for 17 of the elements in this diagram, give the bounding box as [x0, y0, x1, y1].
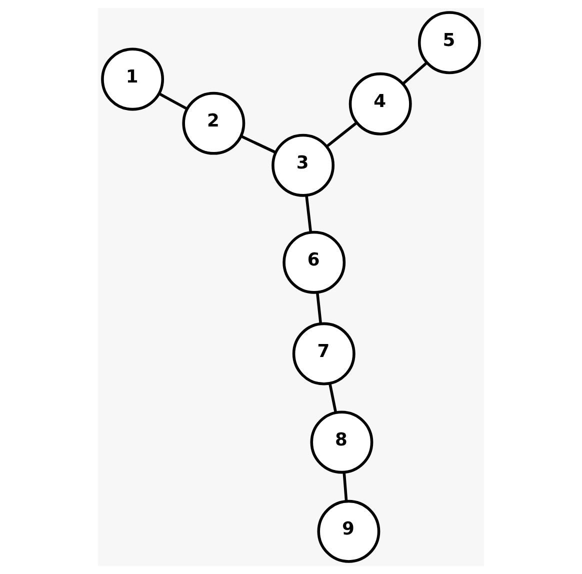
connector [305, 195, 312, 232]
node-circle: 7 [292, 322, 356, 386]
connector [240, 134, 276, 154]
node-circle: 1 [101, 48, 164, 111]
connector [402, 62, 428, 85]
node-circle: 2 [182, 92, 246, 155]
connector [326, 122, 358, 148]
node-circle: 8 [310, 410, 374, 474]
node-circle: 5 [418, 11, 481, 74]
connector [316, 292, 322, 324]
node-circle: 6 [282, 230, 346, 294]
connector [342, 472, 348, 502]
connector [158, 92, 188, 110]
node-circle: 4 [348, 72, 412, 136]
node-circle: 9 [317, 500, 380, 563]
connector [328, 383, 338, 413]
node-circle: 3 [272, 134, 335, 197]
